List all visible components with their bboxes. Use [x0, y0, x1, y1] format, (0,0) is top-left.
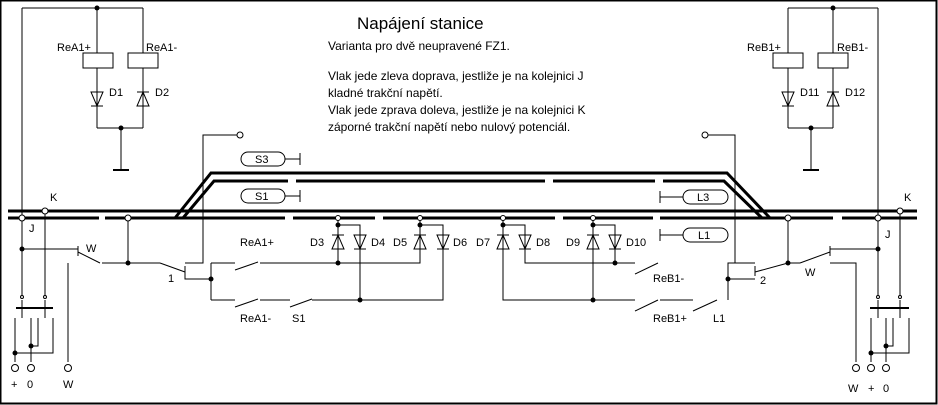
- signal-s1[interactable]: S1: [240, 188, 301, 204]
- label-switch-l1: L1: [713, 313, 725, 325]
- right-feed: [701, 8, 910, 362]
- label-d2: D2: [155, 87, 169, 99]
- label-switch-w-right: W: [805, 267, 816, 279]
- label-reb1-minus: ReB1-: [837, 42, 869, 54]
- terminal-label: +: [11, 379, 17, 391]
- description-line: záporné trakční napětí nebo nulový poten…: [328, 120, 570, 134]
- diode-d11-icon: [781, 91, 795, 108]
- description-line: Vlak jede zleva doprava, jestliže je na …: [328, 69, 583, 83]
- label-switch-s1: S1: [292, 313, 305, 325]
- diode-d1-icon: [90, 91, 104, 108]
- description-line: kladné trakční napětí.: [328, 86, 443, 100]
- rail-label-j-right: J: [885, 229, 891, 241]
- label-d6: D6: [453, 237, 467, 249]
- left-contacts: [211, 215, 450, 308]
- label-d1: D1: [109, 87, 123, 99]
- terminal-label: 0: [883, 383, 889, 395]
- label-contact-rea1-minus: ReA1-: [240, 313, 272, 325]
- label-d11: D11: [800, 87, 819, 99]
- label-d10: D10: [626, 237, 646, 249]
- label-d3: D3: [310, 237, 324, 249]
- label-d8: D8: [536, 237, 550, 249]
- description-line: Varianta pro dvě neupravené FZ1.: [328, 39, 510, 53]
- siding-track: [173, 171, 772, 220]
- terminal-label: W: [63, 379, 74, 391]
- label-reb1-plus: ReB1+: [747, 42, 781, 54]
- left-feed: [12, 8, 244, 362]
- terminal-zero-left[interactable]: [27, 364, 35, 372]
- label-d5: D5: [393, 237, 407, 249]
- diode-d3-icon: [331, 233, 345, 250]
- rail-label-j-left: J: [29, 223, 35, 235]
- signal-label: L1: [698, 230, 710, 242]
- terminal-label: 0: [27, 379, 33, 391]
- terminal-plus-left[interactable]: [11, 364, 19, 372]
- terminal-w-right[interactable]: [852, 364, 860, 372]
- label-d12: D12: [845, 87, 865, 99]
- signal-l3[interactable]: L3: [659, 189, 729, 205]
- label-rea1-minus: ReA1-: [146, 42, 178, 54]
- label-switch-w-left: W: [86, 243, 97, 255]
- diode-d4-icon: [353, 234, 367, 251]
- diode-d7-icon: [496, 233, 510, 250]
- relay-block-a: [22, 5, 159, 171]
- diode-d9-icon: [586, 233, 600, 250]
- main-track: [8, 209, 917, 220]
- relay-block-b: [772, 5, 878, 171]
- terminal-w-left[interactable]: [64, 364, 72, 372]
- diode-d2-icon: [136, 90, 150, 107]
- terminal-label: W: [848, 383, 859, 395]
- label-contact-reb1-minus: ReB1-: [653, 273, 685, 285]
- terminal-label: +: [868, 383, 874, 395]
- diode-d8-icon: [518, 234, 532, 251]
- relay-coil-rea1-minus: [127, 52, 159, 69]
- description-line: Vlak jede zprava doleva, jestliže je na …: [328, 103, 585, 117]
- label-d4: D4: [371, 237, 385, 249]
- terminal-zero-right[interactable]: [882, 364, 890, 372]
- switch-1: [159, 262, 186, 276]
- signal-s3[interactable]: S3: [240, 151, 301, 167]
- signal-label: S3: [255, 154, 268, 166]
- terminal-plus-right[interactable]: [867, 364, 875, 372]
- right-contacts: [496, 215, 755, 312]
- label-rea1-plus: ReA1+: [57, 42, 91, 54]
- label-d9: D9: [566, 237, 580, 249]
- label-contact-rea1-plus: ReA1+: [240, 237, 274, 249]
- diagram-title: Napájení stanice: [357, 14, 484, 33]
- signal-l1[interactable]: L1: [659, 227, 729, 243]
- diode-d10-icon: [608, 234, 622, 251]
- label-contact-reb1-plus: ReB1+: [653, 313, 687, 325]
- switch-w-left: [77, 246, 101, 264]
- rail-label-k-left: K: [50, 192, 58, 204]
- signal-label: S1: [255, 191, 268, 203]
- diode-d5-icon: [413, 233, 427, 250]
- label-switch-1: 1: [168, 273, 174, 285]
- rail-label-k-right: K: [904, 192, 912, 204]
- relay-coil-rea1-plus: [82, 52, 114, 69]
- diode-d12-icon: [826, 90, 840, 107]
- signal-label: L3: [697, 192, 709, 204]
- label-d7: D7: [476, 237, 490, 249]
- label-switch-2: 2: [760, 275, 766, 287]
- diode-d6-icon: [436, 234, 450, 251]
